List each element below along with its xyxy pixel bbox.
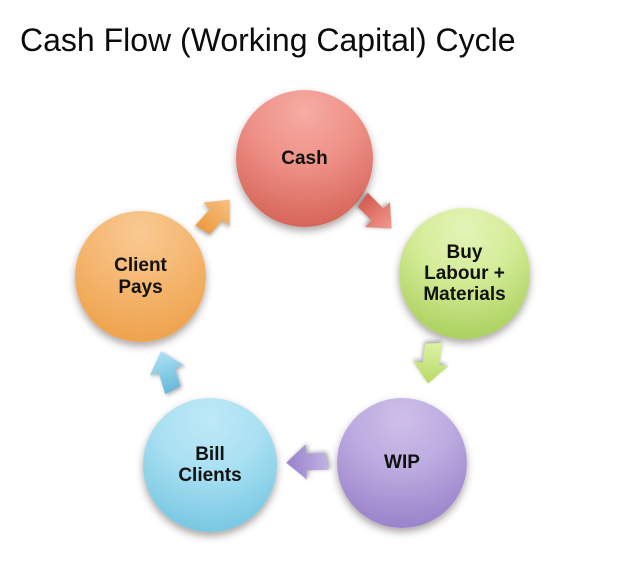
node-client-pays: Client Pays — [75, 211, 206, 342]
node-buy-labour-materials: Buy Labour + Materials — [399, 208, 530, 339]
node-client-pays-label: Client Pays — [114, 255, 167, 298]
arrow-pays-to-cash-icon — [195, 199, 230, 235]
arrow-wip-to-bill-icon — [286, 444, 329, 480]
node-cash: Cash — [236, 90, 373, 227]
arrow-bill-to-pays-icon — [149, 351, 184, 394]
arrow-cash-to-buy-icon — [358, 192, 392, 229]
node-bill-clients-label: Bill Clients — [178, 443, 242, 486]
node-buy-labour-materials-label: Buy Labour + Materials — [423, 241, 506, 306]
node-wip: WIP — [337, 398, 467, 528]
node-cash-label: Cash — [281, 147, 328, 169]
node-bill-clients: Bill Clients — [143, 398, 277, 532]
node-wip-label: WIP — [384, 452, 420, 474]
arrow-buy-to-wip-icon — [413, 342, 449, 384]
page-title: Cash Flow (Working Capital) Cycle — [20, 22, 516, 58]
